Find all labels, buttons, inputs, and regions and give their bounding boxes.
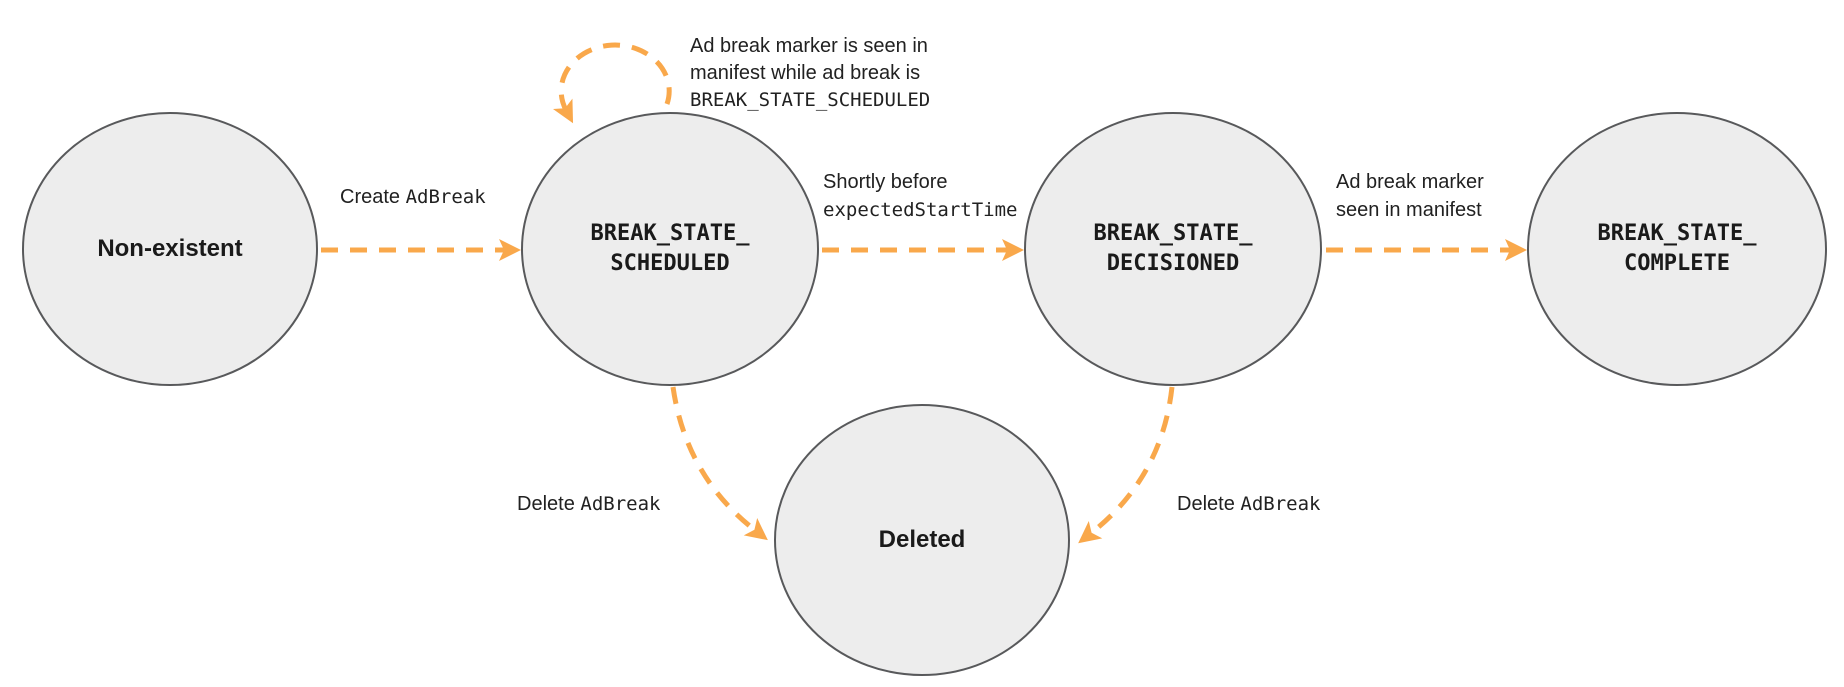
state-name-line1: BREAK_STATE_	[590, 221, 750, 246]
state-name-line1: BREAK_STATE_	[1597, 221, 1757, 246]
edge-label-delete-right: Delete AdBreak	[1177, 491, 1320, 518]
state-name-text: Non-existent	[97, 235, 243, 262]
state-label-complete: BREAK_STATE_ COMPLETE	[1528, 113, 1826, 385]
edge-label-line1: Ad break marker	[1336, 171, 1484, 193]
state-name-text: Deleted	[878, 526, 966, 553]
state-node-decisioned	[1024, 112, 1322, 386]
edge-label-line3-code: BREAK_STATE_SCHEDULED	[690, 89, 931, 111]
edge-label-line2: seen in manifest	[1336, 199, 1482, 221]
state-name-line2: SCHEDULED	[610, 251, 730, 276]
edge-label-shortly-before: Shortly before expectedStartTime	[823, 168, 1017, 224]
edge-label-text: Delete	[1177, 493, 1241, 515]
edge-label-code: AdBreak	[580, 493, 661, 515]
state-node-scheduled	[521, 112, 819, 386]
state-label-non-existent: Non-existent	[23, 113, 317, 385]
edge-label-code: AdBreak	[1240, 493, 1321, 515]
edge-label-text: Create	[340, 186, 406, 208]
edge-label-marker-seen: Ad break marker seen in manifest	[1336, 168, 1484, 224]
state-node-complete	[1527, 112, 1827, 386]
edge-delete-from-scheduled	[670, 386, 768, 541]
edge-label-line1: Ad break marker is seen in	[690, 35, 928, 57]
state-name-line1: BREAK_STATE_	[1093, 221, 1253, 246]
edge-label-delete-left: Delete AdBreak	[517, 491, 660, 518]
state-label-scheduled: BREAK_STATE_ SCHEDULED	[522, 113, 818, 385]
state-name-line2: COMPLETE	[1624, 251, 1730, 276]
edge-label-create-adbreak: Create AdBreak	[340, 184, 486, 211]
edge-label-text: Delete	[517, 493, 581, 515]
state-label-deleted: Deleted	[775, 405, 1069, 675]
state-node-non-existent	[22, 112, 318, 386]
edge-label-code: AdBreak	[405, 186, 486, 208]
state-node-deleted	[774, 404, 1070, 676]
state-name-line2: DECISIONED	[1106, 251, 1240, 276]
edge-self-loop-scheduled	[553, 42, 672, 124]
edge-label-line2: manifest while ad break is	[690, 62, 921, 84]
edge-label-line1: Shortly before	[823, 171, 948, 193]
edge-delete-from-decisioned	[1078, 386, 1175, 544]
edge-label-code: expectedStartTime	[823, 199, 1018, 221]
state-label-decisioned: BREAK_STATE_ DECISIONED	[1025, 113, 1321, 385]
edge-label-self-loop: Ad break marker is seen in manifest whil…	[690, 33, 930, 114]
